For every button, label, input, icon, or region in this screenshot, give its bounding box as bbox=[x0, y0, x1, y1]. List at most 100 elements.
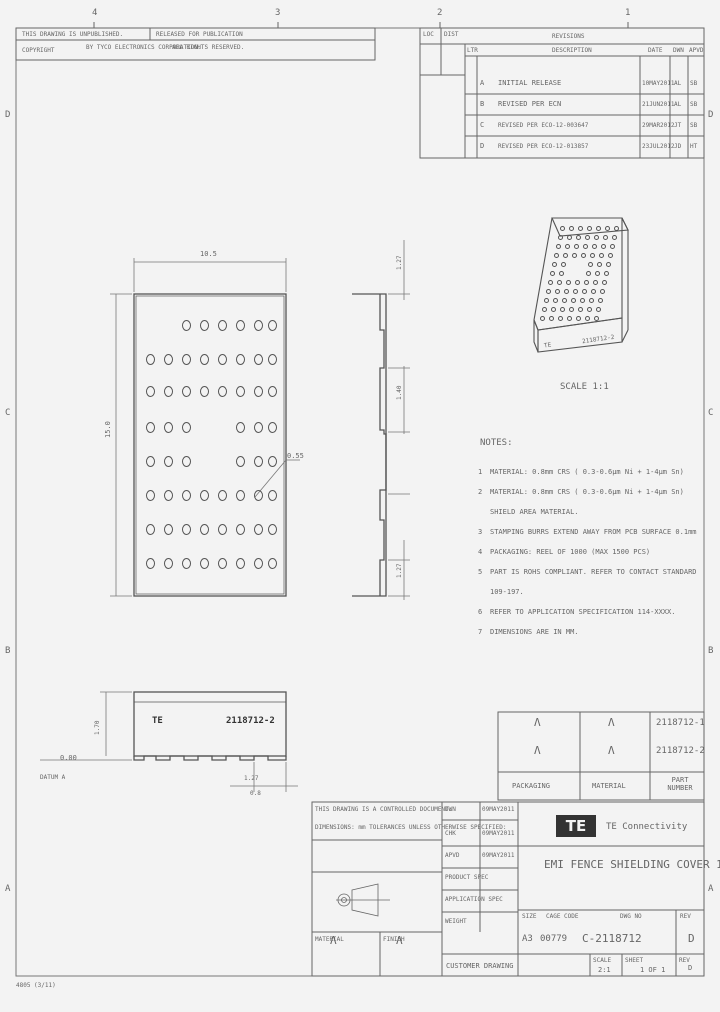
shield-pad bbox=[268, 386, 277, 397]
revision-row-desc: REVISED PER ECO-12-013857 bbox=[498, 143, 589, 150]
iso-hole bbox=[559, 271, 564, 276]
title-drawing-name: EMI FENCE SHIELDING COVER 1 bbox=[544, 858, 720, 871]
iso-hole bbox=[540, 316, 545, 321]
note-text: REFER TO APPLICATION SPECIFICATION 114-X… bbox=[490, 608, 676, 616]
title-appvd-label: APVD bbox=[445, 852, 460, 859]
revisions-col-date: DATE bbox=[648, 47, 663, 54]
zone-label-left-b: B bbox=[5, 646, 11, 656]
revision-row-ltr: A bbox=[480, 79, 485, 87]
revisions-title: REVISIONS bbox=[552, 33, 585, 40]
dim-side-bot: 1.27 bbox=[396, 563, 403, 578]
iso-hole bbox=[576, 235, 581, 240]
shield-pad bbox=[164, 456, 173, 467]
iso-hole bbox=[608, 253, 613, 258]
shield-pad bbox=[268, 320, 277, 331]
title-general-note: THIS DRAWING IS A CONTROLLED DOCUMENT. bbox=[315, 806, 453, 813]
shield-pad bbox=[218, 354, 227, 365]
shield-pad bbox=[182, 354, 191, 365]
shield-pad bbox=[218, 320, 227, 331]
iso-hole bbox=[558, 235, 563, 240]
title-rev-2: D bbox=[688, 964, 693, 972]
iso-hole bbox=[594, 235, 599, 240]
dim-side-top: 1.27 bbox=[396, 255, 403, 270]
iso-hole bbox=[595, 271, 600, 276]
shield-pad bbox=[200, 320, 209, 331]
iso-hole bbox=[606, 262, 611, 267]
front-marking-number: 2118712-2 bbox=[226, 716, 275, 726]
shield-pad bbox=[182, 524, 191, 535]
shield-pad bbox=[146, 524, 155, 535]
note-text: SHIELD AREA MATERIAL. bbox=[490, 508, 579, 516]
part-number-1: 2118712-1 bbox=[656, 718, 705, 728]
shield-pad bbox=[254, 386, 263, 397]
revisions-col-ltr: LTR bbox=[467, 47, 478, 54]
shield-pad bbox=[164, 524, 173, 535]
iso-hole bbox=[544, 298, 549, 303]
title-drawing-number: C-2118712 bbox=[582, 932, 642, 945]
part-table-symbol-c: Λ bbox=[608, 716, 615, 729]
dim-front-pin: 0.8 bbox=[250, 790, 261, 797]
part-table-symbol-b: Λ bbox=[534, 744, 541, 757]
shield-pad bbox=[236, 386, 245, 397]
iso-hole bbox=[560, 226, 565, 231]
title-cage-label: CAGE CODE bbox=[546, 913, 579, 920]
revision-row-desc: REVISED PER ECO-12-003647 bbox=[498, 122, 589, 129]
title-product-spec-label: PRODUCT SPEC bbox=[445, 874, 489, 881]
title-dwg-label: DWG NO bbox=[620, 913, 642, 920]
shield-pad bbox=[254, 490, 263, 501]
shield-pad bbox=[236, 490, 245, 501]
iso-hole bbox=[556, 244, 561, 249]
view-scale-label: SCALE 1:1 bbox=[560, 382, 609, 392]
shield-pad bbox=[254, 558, 263, 569]
part-table-material: MATERIAL bbox=[592, 782, 626, 790]
note-number: 6 bbox=[478, 608, 483, 616]
part-table-symbol-a: Λ bbox=[534, 716, 541, 729]
shield-pad bbox=[146, 490, 155, 501]
zone-label-top-3: 3 bbox=[275, 8, 281, 18]
title-restricted: CUSTOMER DRAWING bbox=[446, 962, 514, 970]
shield-pad bbox=[182, 558, 191, 569]
iso-hole bbox=[551, 307, 556, 312]
shield-pad bbox=[218, 490, 227, 501]
iso-hole bbox=[590, 253, 595, 258]
title-scale: 2:1 bbox=[598, 966, 611, 974]
shield-pad bbox=[146, 386, 155, 397]
title-cage: 00779 bbox=[540, 934, 568, 944]
shield-pad bbox=[236, 354, 245, 365]
shield-pad bbox=[236, 558, 245, 569]
shield-pad bbox=[254, 456, 263, 467]
shield-pad bbox=[268, 524, 277, 535]
shield-pad bbox=[182, 320, 191, 331]
iso-hole bbox=[564, 289, 569, 294]
shield-pad bbox=[146, 422, 155, 433]
title-finish-symbol: Λ bbox=[396, 934, 403, 947]
zone-label-top-2: 2 bbox=[437, 8, 443, 18]
shield-pad bbox=[236, 422, 245, 433]
revision-row-apvd: HT bbox=[690, 143, 698, 150]
iso-hole bbox=[546, 289, 551, 294]
revision-row-ltr: C bbox=[480, 121, 485, 129]
title-weight-label: WEIGHT bbox=[445, 918, 467, 925]
shield-pad bbox=[268, 456, 277, 467]
iso-hole bbox=[601, 244, 606, 249]
shield-pad bbox=[268, 354, 277, 365]
notes-title: NOTES: bbox=[480, 438, 513, 448]
iso-hole bbox=[554, 253, 559, 258]
iso-hole bbox=[596, 307, 601, 312]
shield-pad bbox=[146, 456, 155, 467]
revision-row-apvd: SB bbox=[690, 122, 698, 129]
iso-hole bbox=[578, 307, 583, 312]
title-sheet-label: SHEET bbox=[625, 957, 644, 964]
revision-row-dwn: AL bbox=[674, 80, 682, 87]
revision-row-dwn: AL bbox=[674, 101, 682, 108]
revision-row-date: 29MAR2012 bbox=[642, 122, 675, 129]
note-number: 1 bbox=[478, 468, 483, 476]
iso-hole bbox=[567, 235, 572, 240]
shield-pad bbox=[164, 558, 173, 569]
title-dimensions-note: DIMENSIONS: mm TOLERANCES UNLESS OTHERWI… bbox=[315, 824, 507, 831]
front-marking-logo: TE bbox=[152, 716, 163, 726]
shield-pad bbox=[218, 524, 227, 535]
note-number: 3 bbox=[478, 528, 483, 536]
iso-hole bbox=[566, 280, 571, 285]
shield-pad bbox=[200, 490, 209, 501]
